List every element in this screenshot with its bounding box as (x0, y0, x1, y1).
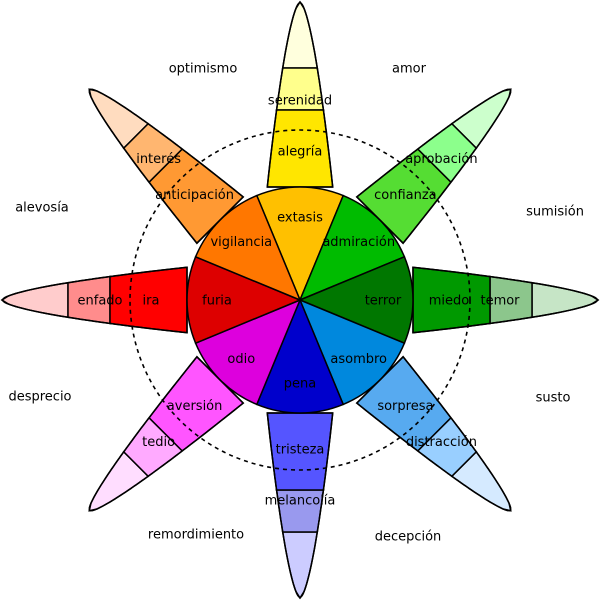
core-slice-anger (186, 255, 302, 345)
petal-fear-band-0 (531, 281, 600, 319)
labels-layer: serenidad alegría extasis aprobación confian… (8, 62, 583, 545)
petal-disgust-outline (88, 355, 245, 512)
emotion-label-disgust-3: odio (227, 352, 255, 367)
combination-label-optimismo: optimismo (169, 62, 238, 77)
petal-sadness-band-0 (281, 531, 319, 600)
core-slice-anticipation (194, 194, 302, 302)
petal-anger-band-0 (0, 281, 69, 319)
emotion-label-anger-1: enfado (78, 294, 123, 309)
petal-joy-outline (266, 0, 334, 188)
combination-label-decepcion: decepción (375, 530, 442, 545)
core-slice-joy (255, 186, 345, 302)
emotion-label-sadness-3: pena (284, 377, 316, 392)
emotion-label-disgust-2: aversión (167, 399, 223, 414)
petal-sadness-outline (266, 412, 334, 600)
petal-trust-outline (355, 88, 512, 245)
combination-label-amor: amor (392, 62, 427, 77)
petal-joy (266, 0, 334, 188)
combination-label-susto: susto (536, 391, 571, 406)
emotion-label-anger-2: ira (143, 294, 160, 309)
petal-anticipation-outline (88, 88, 245, 245)
emotion-label-trust-2: confianza (374, 188, 437, 203)
emotion-label-trust-3: admiración (322, 235, 395, 250)
emotion-label-anger-3: furia (202, 294, 232, 309)
petal-joy-band-0 (281, 0, 319, 69)
petal-surprise-outline (355, 355, 512, 512)
emotion-label-fear-2: miedo (429, 294, 470, 309)
core-ring (186, 186, 414, 414)
combination-label-desprecio: desprecio (8, 390, 71, 405)
dashed-guide-circle (129, 129, 471, 471)
core-slice-fear (298, 255, 414, 345)
core-slice-surprise (298, 298, 406, 406)
emotion-label-anticipation-3: vigilancia (210, 235, 272, 250)
emotion-label-sadness-2: tristeza (276, 443, 325, 458)
emotion-label-disgust-1: tedio (142, 435, 175, 450)
petal-anger-outline (0, 266, 188, 334)
emotion-label-joy-2: alegría (278, 145, 323, 160)
emotion-label-trust-1: aprobación (405, 152, 477, 167)
emotion-label-anticipation-2: anticipación (155, 188, 234, 203)
core-slice-sadness (255, 298, 345, 414)
emotion-label-surprise-2: sorpresa (377, 399, 433, 414)
core-slice-disgust (194, 298, 302, 406)
emotion-label-anticipation-1: interés (136, 152, 181, 167)
combination-label-remordimiento: remordimiento (148, 528, 244, 543)
emotion-label-joy-3: extasis (277, 211, 323, 226)
emotion-label-surprise-3: asombro (330, 352, 387, 367)
emotion-label-sadness-1: melancolía (265, 494, 336, 509)
emotion-label-joy-1: serenidad (268, 94, 332, 109)
emotion-label-surprise-1: distracción (406, 435, 477, 450)
core-slice-trust (298, 194, 406, 302)
emotion-label-fear-3: terror (365, 294, 402, 309)
combination-label-alevosia: alevosía (15, 201, 69, 216)
combination-label-sumision: sumisión (526, 205, 584, 220)
petal-fear-outline (412, 266, 600, 334)
emotion-label-fear-1: temor (480, 294, 520, 309)
